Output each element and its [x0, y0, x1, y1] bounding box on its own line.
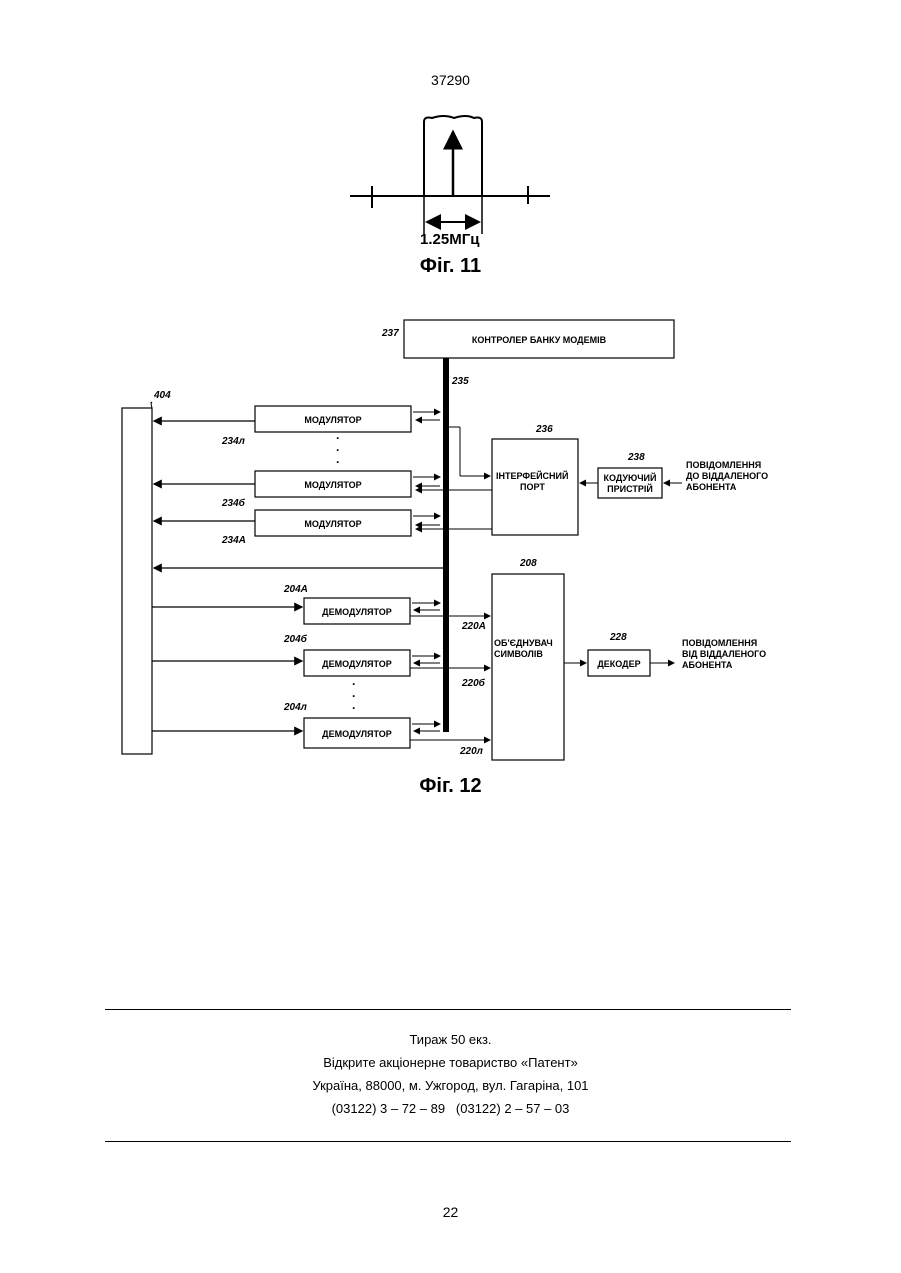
interface-port-label-1: ІНТЕРФЕЙСНИЙ	[496, 470, 568, 481]
bandwidth-label: 1.25МГц	[420, 231, 480, 248]
modulator-ref: 234б	[221, 497, 246, 509]
modulator-label: МОДУЛЯТОР	[304, 415, 361, 425]
footer-top-rule	[105, 1009, 791, 1010]
demod-output-ref: 220л	[459, 746, 484, 757]
footer-address: Україна, 88000, м. Ужгород, вул. Гагарін…	[0, 1078, 901, 1093]
modulator-label: МОДУЛЯТОР	[304, 480, 361, 490]
symbol-combiner-block	[492, 574, 564, 760]
antenna-ref: 404	[153, 390, 171, 401]
combiner-label-1: ОБ'ЄДНУВАЧ	[494, 638, 553, 648]
msg-to-3: АБОНЕНТА	[686, 482, 737, 492]
modulator-ref: 234А	[221, 535, 246, 546]
msg-from-1: ПОВІДОМЛЕННЯ	[682, 638, 757, 648]
bus-ref: 235	[451, 376, 469, 387]
page-number: 22	[0, 1204, 901, 1220]
fig12-caption: Фіг. 12	[0, 775, 901, 798]
encoder-ref: 238	[627, 452, 645, 463]
data-bus	[443, 358, 449, 732]
interface-port-ref: 236	[535, 424, 553, 435]
modulator-ref: 234л	[221, 436, 246, 447]
demodulator-ref: 204А	[283, 584, 308, 595]
controller-ref: 237	[381, 328, 399, 339]
demodulator-ref: 204л	[283, 702, 308, 713]
svg-text:·: ·	[352, 701, 356, 715]
footer-circulation: Тираж 50 екз.	[0, 1032, 901, 1047]
footer-bottom-rule	[105, 1141, 791, 1142]
svg-text:·: ·	[336, 455, 340, 469]
demodulator-ref: 204б	[283, 633, 308, 645]
combiner-label-2: СИМВОЛІВ	[494, 649, 543, 659]
msg-to-2: ДО ВІДДАЛЕНОГО	[686, 471, 768, 481]
encoder-label-2: ПРИСТРІЙ	[607, 483, 653, 494]
footer-publisher: Відкрите акціонерне товариство «Патент»	[0, 1055, 901, 1070]
demodulator-label: ДЕМОДУЛЯТОР	[322, 659, 392, 669]
demodulator-label: ДЕМОДУЛЯТОР	[322, 729, 392, 739]
demod-output-ref: 220А	[461, 621, 486, 632]
msg-from-2: ВІД ВІДДАЛЕНОГО	[682, 649, 766, 659]
demod-output-ref: 220б	[461, 677, 486, 689]
antenna-interface-block	[122, 408, 152, 754]
demodulator-label: ДЕМОДУЛЯТОР	[322, 607, 392, 617]
interface-port-label-2: ПОРТ	[520, 482, 545, 492]
fig12-block-diagram: КОНТРОЛЕР БАНКУ МОДЕМІВ 237 235 404 МОДУ…	[100, 300, 800, 780]
msg-to-1: ПОВІДОМЛЕННЯ	[686, 460, 761, 470]
document-number: 37290	[0, 72, 901, 88]
modulator-label: МОДУЛЯТОР	[304, 519, 361, 529]
footer-phones: (03122) 3 – 72 – 89 (03122) 2 – 57 – 03	[0, 1101, 901, 1116]
fig11-caption: Фіг. 11	[0, 255, 901, 278]
combiner-ref: 208	[519, 558, 537, 569]
controller-label: КОНТРОЛЕР БАНКУ МОДЕМІВ	[472, 335, 607, 345]
encoder-label-1: КОДУЮЧИЙ	[604, 472, 657, 483]
msg-from-3: АБОНЕНТА	[682, 660, 733, 670]
fig11-spectrum-diagram: 1.25МГц	[340, 100, 570, 260]
decoder-label: ДЕКОДЕР	[597, 659, 640, 669]
decoder-ref: 228	[609, 632, 627, 643]
